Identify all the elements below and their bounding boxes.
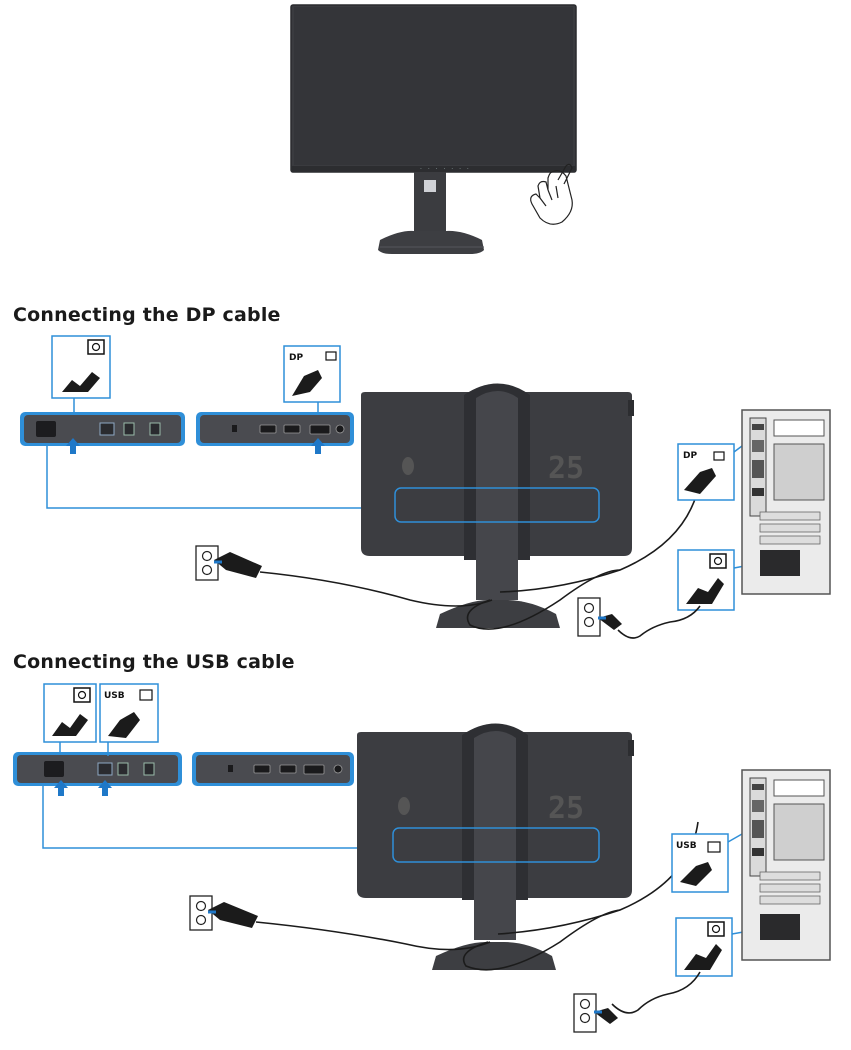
upward-arrow-icon bbox=[66, 438, 80, 454]
dp-pc-callout: DP bbox=[677, 433, 759, 501]
power-cable-icon bbox=[686, 578, 724, 604]
power-cable-icon bbox=[684, 944, 722, 970]
upward-arrow-icon bbox=[311, 438, 325, 454]
hand-press-icon bbox=[530, 163, 573, 225]
usb-cable-icon bbox=[680, 862, 712, 886]
pc-power-callout bbox=[677, 549, 767, 611]
monitor-back-usb: 25 bbox=[357, 723, 634, 970]
displayport-cable-icon bbox=[292, 370, 322, 396]
wall-outlet-icon bbox=[577, 597, 601, 637]
pc-power-callout bbox=[675, 917, 767, 977]
wall-outlet-icon bbox=[195, 545, 219, 581]
brand-dots: · · · · · · · bbox=[420, 166, 471, 173]
usb-pc-callout: USB bbox=[671, 825, 757, 893]
dp-label-pc: DP bbox=[683, 451, 697, 461]
dp-cable-callout: DP bbox=[283, 345, 341, 414]
wall-outlet-icon bbox=[573, 993, 597, 1033]
usb-cable-callout: USB bbox=[99, 683, 159, 756]
power-cable-callout bbox=[51, 335, 111, 412]
power-cable-icon bbox=[594, 1008, 618, 1024]
dp-cable-to-pc bbox=[466, 479, 701, 630]
power-cable-icon bbox=[214, 552, 262, 578]
section-title-usb: Connecting the USB cable bbox=[13, 651, 295, 673]
pc-power-cable bbox=[611, 971, 701, 1014]
monitor-logo: 25 bbox=[548, 451, 584, 486]
port-panel-left bbox=[20, 412, 185, 446]
usb-label-callout: USB bbox=[104, 691, 125, 701]
power-cable-icon bbox=[62, 372, 100, 392]
power-cable-icon bbox=[208, 902, 258, 928]
port-panel-right bbox=[196, 412, 354, 446]
upward-arrow-icon bbox=[98, 780, 112, 796]
port-panel-right bbox=[192, 752, 354, 786]
pc-tower-dp bbox=[741, 409, 831, 595]
port-panel-left bbox=[13, 752, 182, 786]
displayport-cable-icon bbox=[684, 468, 716, 494]
pc-tower-usb bbox=[741, 769, 831, 961]
dp-label-callout: DP bbox=[289, 353, 303, 363]
monitor-front: · · · · · · · bbox=[290, 4, 577, 254]
usb-cable-icon bbox=[108, 712, 140, 738]
section-title-dp: Connecting the DP cable bbox=[13, 304, 281, 326]
pc-power-cable bbox=[617, 605, 701, 639]
monitor-logo: 25 bbox=[548, 791, 584, 826]
power-cable-callout bbox=[43, 683, 97, 754]
power-cable-icon bbox=[52, 714, 88, 736]
upward-arrow-icon bbox=[54, 780, 68, 796]
monitor-back-dp: 25 bbox=[361, 383, 634, 628]
usb-label-pc: USB bbox=[676, 841, 697, 851]
